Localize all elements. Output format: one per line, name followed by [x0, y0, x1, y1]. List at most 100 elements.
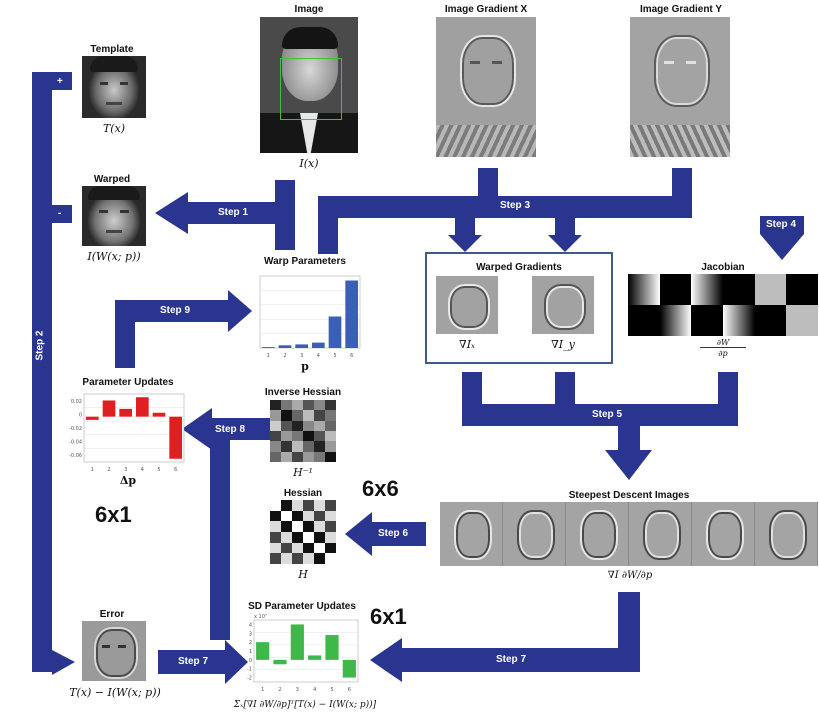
inverse-hessian-cell: [281, 430, 292, 442]
inverse-hessian-cell: [270, 441, 281, 452]
x-tick-label: 4: [313, 687, 316, 693]
y-tick-label: -0.02: [69, 426, 82, 432]
inverse-hessian-cell: [325, 420, 336, 431]
inverse-hessian-cell: [314, 410, 325, 421]
warped-math: I(W(x; p)): [87, 250, 141, 263]
inverse-hessian-image: [270, 400, 336, 462]
x-tick-label: 1: [261, 687, 264, 693]
step8-vertical: [210, 418, 230, 640]
inverse-hessian-cell: [281, 420, 292, 431]
inverse-hessian-cell: [281, 400, 292, 411]
warped-image: [82, 186, 146, 246]
hessian-cell: [292, 510, 303, 522]
y-tick-label: 0: [79, 412, 82, 418]
step5-arrowhead: [605, 450, 652, 480]
inverse-hessian-cell: [314, 441, 325, 452]
hessian-cell: [281, 500, 292, 511]
image-math: I(x): [299, 157, 319, 170]
step7-label-left: Step 7: [178, 656, 209, 667]
step7-left-bar: [158, 650, 228, 674]
dim-label-hessian: 6x6: [362, 476, 399, 501]
inverse-hessian-cell: [270, 430, 281, 442]
hessian-cell: [325, 532, 336, 543]
y-tick-label: 4: [249, 622, 252, 628]
x-tick-label: 4: [317, 353, 320, 359]
steepest-math: ∇I ∂W/∂p: [607, 570, 653, 581]
hessian-cell: [292, 532, 303, 543]
step2-label: Step 2: [34, 330, 46, 361]
hessian-cell: [325, 510, 336, 522]
hessian-cell: [270, 510, 281, 522]
steepest-descent-image: [692, 502, 755, 566]
inverse-hessian-cell: [303, 420, 314, 431]
bar: [256, 642, 270, 660]
x-tick-label: 2: [278, 687, 281, 693]
template-image: [82, 56, 146, 118]
x-tick-label: 3: [296, 687, 299, 693]
hessian-cell: [303, 510, 314, 522]
step1-horizontal: [185, 202, 295, 224]
dim-label-param-updates: 6x1: [95, 502, 132, 527]
inverse-hessian-cell: [303, 441, 314, 452]
error-image: [82, 621, 146, 681]
x-tick-label: 6: [174, 467, 177, 473]
inverse-hessian-cell: [292, 420, 303, 431]
inverse-hessian-cell: [270, 400, 281, 411]
error-title: Error: [99, 609, 125, 620]
x-tick-label: 4: [141, 467, 144, 473]
inverse-hessian-cell: [325, 430, 336, 442]
y-tick-label: 2: [249, 640, 252, 646]
y-tick-label: -0.06: [69, 453, 82, 459]
bar: [312, 342, 325, 348]
step6-label: Step 6: [378, 528, 409, 539]
bar: [273, 659, 287, 665]
hessian-cell: [303, 521, 314, 532]
warp-params-title: Warp Parameters: [264, 256, 346, 267]
step5-label: Step 5: [592, 409, 623, 420]
step2-arrowhead: [52, 650, 75, 675]
step5-horizontal: [462, 404, 738, 426]
y-tick-label: 3: [249, 631, 252, 637]
jacobian-math-num: ∂W: [700, 338, 746, 348]
hessian-cell: [292, 500, 303, 511]
hessian-cell: [314, 510, 325, 522]
step2-bottom: [32, 652, 54, 672]
template-title: Template: [90, 44, 134, 55]
steepest-descent-image: [440, 502, 503, 566]
inverse-hessian-cell: [314, 400, 325, 411]
warp-params-math: p: [301, 360, 309, 373]
image-photo: [260, 17, 358, 153]
hessian-cell: [281, 532, 292, 543]
x-tick-label: 2: [107, 467, 110, 473]
inverse-hessian-cell: [292, 410, 303, 421]
warped-gradients-title: Warped Gradients: [476, 262, 562, 273]
jacobian-image: [628, 274, 818, 336]
y-tick-label: 0.02: [71, 399, 82, 405]
inverse-hessian-cell: [292, 400, 303, 411]
bar: [102, 400, 116, 417]
y-tick-label: -0.04: [69, 440, 82, 446]
steepest-descent-image: [503, 502, 566, 566]
step4-bar: [760, 216, 804, 234]
x-tick-label: 6: [348, 687, 351, 693]
hessian-cell: [303, 542, 314, 554]
x-tick-label: 2: [283, 353, 286, 359]
template-connector: [32, 72, 72, 90]
bar: [278, 345, 292, 348]
hessian-cell: [314, 542, 325, 554]
step7-right-horizontal: [400, 648, 640, 672]
hessian-cell: [281, 510, 292, 522]
grad-x-image: [436, 17, 536, 157]
step7-left-arrowhead: [225, 640, 248, 684]
warped-gradient-x-image: [436, 276, 498, 334]
hessian-cell: [303, 553, 314, 564]
inverse-hessian-cell: [325, 410, 336, 421]
warped-gradient-y-image: [532, 276, 594, 334]
inverse-hessian-cell: [314, 451, 325, 462]
template-math: T(x): [102, 122, 126, 135]
hessian-cell: [325, 553, 336, 564]
grad-y-image: [630, 17, 730, 157]
step3-arrow-x: [448, 235, 482, 252]
